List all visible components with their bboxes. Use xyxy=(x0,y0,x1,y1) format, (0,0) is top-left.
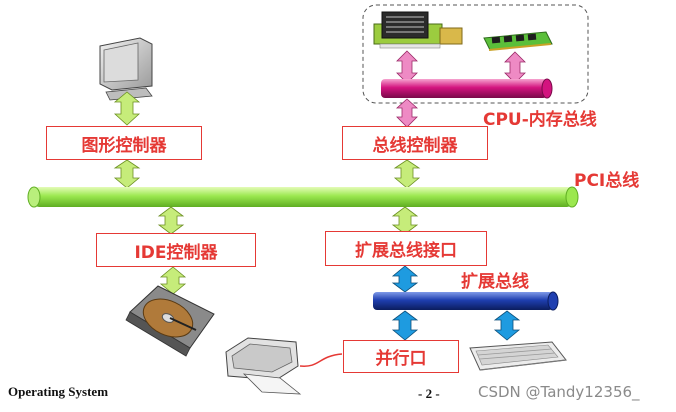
expansion-interface-bus-arrow xyxy=(391,265,419,293)
bus-controller-pci-arrow xyxy=(393,159,421,189)
monitor-icon xyxy=(99,37,153,101)
cpu-memory-bus-label: CPU-内存总线 xyxy=(483,110,597,130)
memory-module-icon xyxy=(483,31,553,51)
cpu-memory-area xyxy=(362,4,589,104)
graphics-pci-arrow xyxy=(113,159,141,189)
watermark: CSDN @Tandy12356_ xyxy=(478,383,640,401)
pci-bus-label: PCI总线 xyxy=(574,171,640,191)
keyboard-icon xyxy=(469,341,567,371)
memory-bus-arrow xyxy=(504,51,526,84)
hard-disk-icon xyxy=(125,285,215,357)
expansion-keyboard-arrow xyxy=(493,310,521,341)
bus-controller-box: 总线控制器 xyxy=(342,126,488,160)
cpu-memory-bus xyxy=(381,78,553,99)
pci-bus xyxy=(27,186,579,208)
cpu-icon xyxy=(373,11,463,49)
pci-expansion-arrow xyxy=(391,206,419,235)
printer-icon xyxy=(225,337,343,395)
cpu-bus-arrow xyxy=(396,50,418,84)
expansion-interface-box: 扩展总线接口 xyxy=(325,231,487,266)
graphics-display-arrow xyxy=(113,91,141,126)
expansion-bus xyxy=(373,291,559,311)
graphics-controller-box: 图形控制器 xyxy=(46,126,202,160)
ide-controller-box: IDE控制器 xyxy=(96,233,256,267)
expansion-parallel-arrow xyxy=(391,310,419,341)
parallel-port-box: 并行口 xyxy=(343,340,459,373)
expansion-bus-label: 扩展总线 xyxy=(461,272,529,292)
page-number: - 2 - xyxy=(418,386,440,401)
course-title: Operating System xyxy=(8,384,109,399)
pci-ide-arrow xyxy=(157,206,185,235)
